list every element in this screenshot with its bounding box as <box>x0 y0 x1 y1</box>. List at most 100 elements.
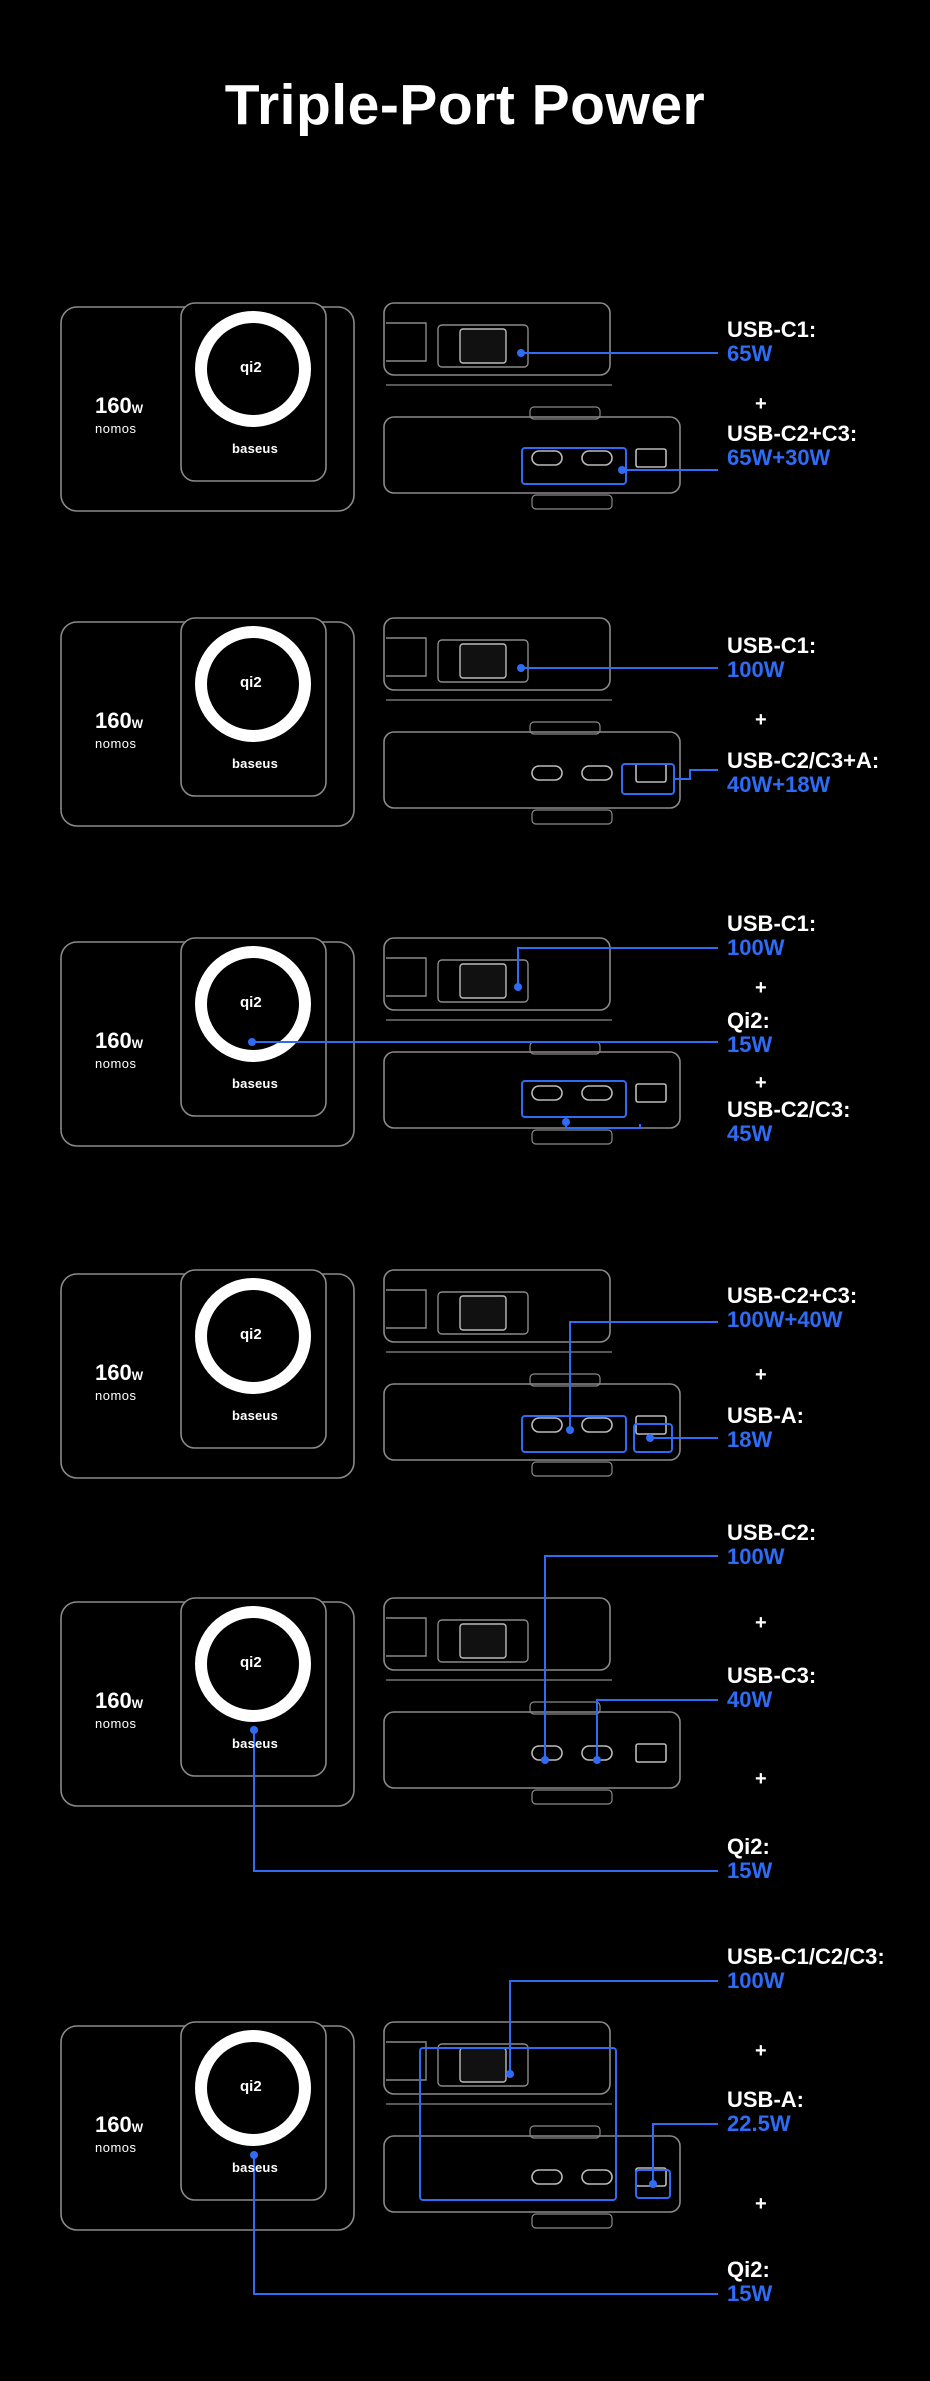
port-label-name: USB-C2+C3: <box>727 421 858 446</box>
series-name: nomos <box>95 1056 137 1071</box>
wireless-pad <box>180 617 327 797</box>
leader-line <box>517 947 718 987</box>
highlight-box <box>635 2169 671 2199</box>
port-label: USB-C2:100W <box>727 1521 816 1569</box>
qi2-logo-text: qi2 <box>240 1654 262 1671</box>
usb-c3-port <box>581 1417 613 1433</box>
side-profile-notch <box>386 957 427 997</box>
brand-logo-text: baseus <box>232 1076 279 1091</box>
highlight-box <box>419 2047 617 2201</box>
wireless-pad <box>180 937 327 1117</box>
port-label-value: 100W <box>727 1968 785 1993</box>
brand-logo-text: baseus <box>232 2160 279 2175</box>
series-name: nomos <box>95 736 137 751</box>
port-label-value: 100W+40W <box>727 1307 843 1332</box>
usb-a-port <box>635 763 667 783</box>
port-label-value: 100W <box>727 935 785 960</box>
port-label: USB-A:18W <box>727 1404 804 1452</box>
usb-c2-port <box>531 1417 563 1433</box>
series-name: nomos <box>95 421 137 436</box>
port-label-name: Qi2: <box>727 1834 770 1859</box>
port-strip-tab <box>529 2125 601 2139</box>
highlight-box <box>521 1415 627 1453</box>
port-strip-tab <box>529 721 601 735</box>
c1-port-housing <box>437 1291 529 1335</box>
usb-c3-port <box>581 1085 613 1101</box>
usb-a-port <box>635 448 667 468</box>
port-label-name: USB-C3: <box>727 1663 817 1688</box>
port-label: USB-C1:65W <box>727 318 816 366</box>
highlight-box <box>521 1080 627 1118</box>
port-label-name: USB-C2/C3: <box>727 1097 851 1122</box>
brand-logo-text: baseus <box>232 441 279 456</box>
c1-port-housing <box>437 324 529 368</box>
leader-line <box>253 1730 718 1872</box>
usb-c3-port <box>581 450 613 466</box>
port-label-value: 65W <box>727 341 773 366</box>
usb-c2-port <box>531 450 563 466</box>
c1-port-icon <box>459 643 507 679</box>
port-label-value: 15W <box>727 1032 773 1057</box>
c1-port-housing <box>437 959 529 1003</box>
port-strip-foot <box>531 2213 613 2229</box>
side-profile-notch <box>386 1617 427 1657</box>
port-label: Qi2:15W <box>727 1835 772 1883</box>
plus-sign: + <box>755 1768 767 1790</box>
port-strip-foot <box>531 1461 613 1477</box>
leader-line <box>652 2123 718 2184</box>
qi2-logo-text: qi2 <box>240 674 262 691</box>
port-label-name: USB-C1: <box>727 633 817 658</box>
port-label-value: 15W <box>727 1858 773 1883</box>
side-profile-notch <box>386 2041 427 2081</box>
wattage-unit: W <box>131 1697 144 1711</box>
leader-line <box>674 769 718 780</box>
port-strip <box>383 2135 681 2213</box>
port-label-value: 18W <box>727 1427 773 1452</box>
qi2-logo-text: qi2 <box>240 2078 262 2095</box>
qi2-logo-text: qi2 <box>240 1326 262 1343</box>
side-profile-upper <box>383 2021 611 2095</box>
side-profile-notch <box>386 322 427 362</box>
port-label: Qi2:15W <box>727 2258 772 2306</box>
wattage-unit: W <box>131 717 144 731</box>
port-label: USB-C2+C3:65W+30W <box>727 422 857 470</box>
plus-sign: + <box>755 977 767 999</box>
qi-ring <box>195 946 311 1062</box>
port-label-name: USB-C2: <box>727 1520 817 1545</box>
c1-port-icon <box>459 328 507 364</box>
page-title: Triple-Port Power <box>224 73 706 137</box>
series-name: nomos <box>95 1716 137 1731</box>
wattage-unit: W <box>131 1037 144 1051</box>
port-label: USB-C2+C3:100W+40W <box>727 1284 857 1332</box>
port-label-name: USB-C1/C2/C3: <box>727 1944 885 1969</box>
port-label-value: 15W <box>727 2281 773 2306</box>
brand-logo-text: baseus <box>232 756 279 771</box>
port-label-name: Qi2: <box>727 2257 770 2282</box>
plus-sign: + <box>755 709 767 731</box>
port-label: USB-C1/C2/C3:100W <box>727 1945 885 1993</box>
port-label-name: USB-C1: <box>727 911 817 936</box>
wireless-pad <box>180 302 327 482</box>
port-label-value: 100W <box>727 1544 785 1569</box>
qi-ring <box>195 311 311 427</box>
usb-c2-port <box>531 1085 563 1101</box>
wattage-number: 160 <box>95 2112 132 2137</box>
port-label-value: 40W <box>727 1687 773 1712</box>
plus-sign: + <box>755 2193 767 2215</box>
port-strip <box>383 416 681 494</box>
port-strip <box>383 1711 681 1789</box>
port-label-name: Qi2: <box>727 1008 770 1033</box>
side-profile-upper <box>383 1269 611 1343</box>
port-label-name: USB-C2/C3+A: <box>727 748 880 773</box>
plus-sign: + <box>755 1612 767 1634</box>
plus-sign: + <box>755 1072 767 1094</box>
leader-line <box>596 1699 718 1760</box>
side-profile-notch <box>386 637 427 677</box>
